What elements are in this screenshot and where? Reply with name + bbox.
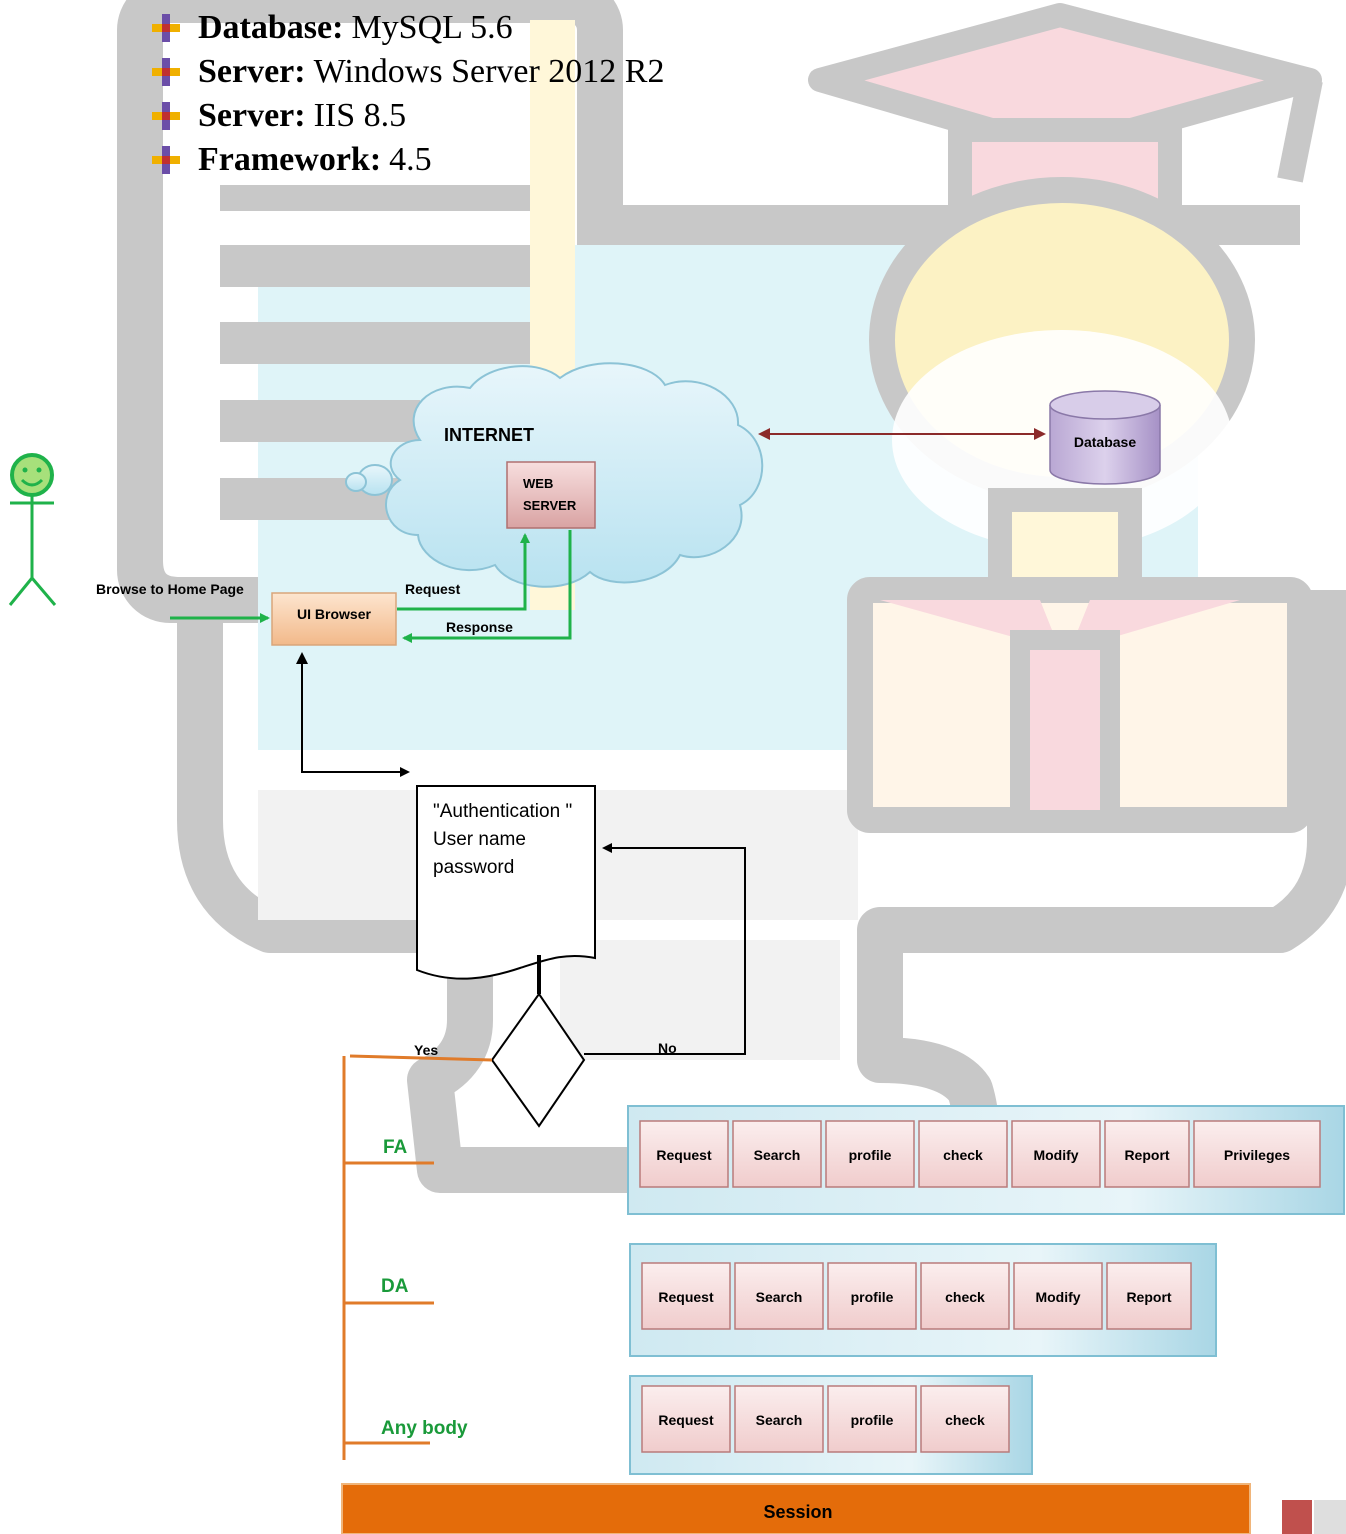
web-server-box (506, 461, 596, 529)
tech-key: Database: (198, 9, 344, 46)
permission-button-label: Modify (1033, 1147, 1078, 1163)
auth-title: "Authentication " (433, 801, 572, 822)
auth-password: password (433, 857, 514, 878)
tech-value: MySQL 5.6 (351, 9, 513, 46)
tech-stack-item: Framework:4.5 (150, 138, 664, 182)
permission-button-label: Modify (1035, 1289, 1080, 1305)
tech-value: 4.5 (389, 141, 432, 178)
no-loop-arrow (584, 843, 746, 1055)
auth-username: User name (433, 829, 526, 850)
bullet-cross-icon (152, 146, 180, 174)
bullet-cross-icon (152, 14, 180, 42)
permission-request-button[interactable] (639, 1120, 729, 1188)
request-label: Request (405, 581, 461, 597)
permission-report-button[interactable] (1104, 1120, 1190, 1188)
permission-search-button[interactable] (734, 1385, 824, 1453)
tech-stack-item: Database:MySQL 5.6 (150, 6, 664, 50)
session-bar (341, 1483, 1251, 1534)
permission-button-label: Report (1124, 1147, 1169, 1163)
bullet-cross-icon (152, 58, 180, 86)
permission-button-label: Search (756, 1289, 803, 1305)
tech-key: Server: (198, 53, 306, 90)
user-actor-icon (8, 453, 57, 606)
bullet-cross-icon (152, 102, 180, 130)
permission-profile-button[interactable] (825, 1120, 915, 1188)
permission-request-button[interactable] (641, 1262, 731, 1330)
authentication-document (416, 785, 596, 980)
permission-report-button[interactable] (1106, 1262, 1192, 1330)
permission-button-label: Search (756, 1412, 803, 1428)
browser-auth-arrow (301, 654, 410, 777)
permission-button-label: Report (1126, 1289, 1171, 1305)
response-label: Response (446, 619, 513, 635)
ui-browser-label: UI Browser (297, 606, 371, 622)
database-icon (1049, 390, 1161, 485)
permission-button-label: Search (754, 1147, 801, 1163)
permission-profile-button[interactable] (827, 1262, 917, 1330)
permission-modify-button[interactable] (1013, 1262, 1103, 1330)
response-arrow (402, 530, 572, 643)
tech-stack-item: Server:Windows Server 2012 R2 (150, 50, 664, 94)
permission-privileges-button[interactable] (1193, 1120, 1321, 1188)
permission-button-label: Request (658, 1289, 714, 1305)
web-server-label-line2: SERVER (523, 498, 577, 513)
role-label-anybody: Any body (381, 1418, 468, 1439)
web-server-label-line1: WEB (523, 476, 553, 491)
permission-check-button[interactable] (918, 1120, 1008, 1188)
role-label-fa: FA (383, 1137, 408, 1158)
permission-modify-button[interactable] (1011, 1120, 1101, 1188)
permission-button-label: Request (658, 1412, 714, 1428)
tech-stack-list: Database:MySQL 5.6 Server:Windows Server… (150, 6, 664, 182)
permission-button-label: check (943, 1147, 983, 1163)
permission-button-label: check (945, 1412, 985, 1428)
permission-button-label: profile (849, 1147, 892, 1163)
permission-button-label: check (945, 1289, 985, 1305)
corner-mark-gray (1314, 1500, 1346, 1534)
decision-diamond (490, 992, 586, 1128)
corner-mark-red (1282, 1500, 1312, 1534)
permission-request-button[interactable] (641, 1385, 731, 1453)
internet-label: INTERNET (444, 425, 534, 445)
permission-button-label: profile (851, 1289, 894, 1305)
tech-value: Windows Server 2012 R2 (313, 53, 665, 90)
no-label: No (658, 1040, 677, 1056)
yes-branch-line (349, 1054, 493, 1062)
yes-label: Yes (414, 1042, 438, 1058)
ui-browser-box (271, 592, 397, 646)
tech-value: IIS 8.5 (313, 97, 407, 134)
permission-button-label: Privileges (1224, 1147, 1290, 1163)
tech-stack-item: Server:IIS 8.5 (150, 94, 664, 138)
permission-check-button[interactable] (920, 1385, 1010, 1453)
permission-search-button[interactable] (734, 1262, 824, 1330)
permission-button-label: profile (851, 1412, 894, 1428)
request-arrow (397, 533, 530, 611)
permission-search-button[interactable] (732, 1120, 822, 1188)
actor-label: Browse to Home Page (96, 581, 244, 597)
permission-button-label: Request (656, 1147, 712, 1163)
tech-key: Framework: (198, 141, 382, 178)
session-label: Session (763, 1502, 832, 1522)
database-label: Database (1074, 434, 1136, 450)
permission-check-button[interactable] (920, 1262, 1010, 1330)
tech-key: Server: (198, 97, 306, 134)
permission-profile-button[interactable] (827, 1385, 917, 1453)
role-label-da: DA (381, 1276, 409, 1297)
